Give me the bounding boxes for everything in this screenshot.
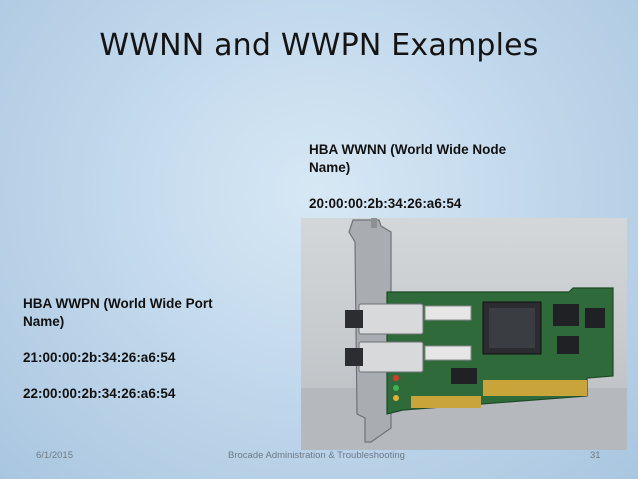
footer-date: 6/1/2015 [36, 450, 73, 461]
wwpn-value-port-2: 22:00:00:2b:34:26:a6:54 [23, 386, 176, 401]
wwnn-value: 20:00:00:2b:34:26:a6:54 [309, 196, 462, 211]
status-led-red [393, 375, 399, 381]
chip-heatsink [489, 308, 535, 348]
status-led-green [393, 385, 399, 391]
memory-chip-3 [557, 336, 579, 354]
transceiver-label-1 [424, 305, 472, 321]
wwnn-label: HBA WWNN (World Wide Node Name) [309, 142, 507, 175]
memory-chip-1 [553, 304, 579, 326]
hba-card-illustration [301, 218, 627, 450]
wwpn-value-port-1: 21:00:00:2b:34:26:a6:54 [23, 350, 176, 365]
hba-card-photo [301, 218, 627, 450]
wwpn-label: HBA WWPN (World Wide Port Name) [23, 296, 213, 329]
wwnn-text-block: HBA WWNN (World Wide Node Name) 20:00:00… [309, 141, 549, 213]
fiber-connector-1 [345, 310, 363, 328]
transceiver-port-1 [358, 303, 424, 335]
transceiver-port-2 [358, 341, 424, 373]
wwpn-text-block: HBA WWPN (World Wide Port Name) 21:00:00… [23, 295, 253, 403]
memory-chip-2 [585, 308, 605, 328]
bracket-screw-tab [371, 218, 377, 228]
footer-presentation-title: Brocade Administration & Troubleshooting [228, 450, 405, 461]
support-chip [451, 368, 477, 384]
status-led-amber [393, 395, 399, 401]
pci-edge-connector [483, 380, 587, 396]
slide-title: WWNN and WWPN Examples [99, 28, 539, 63]
footer-page-number: 31 [590, 450, 601, 461]
pci-edge-connector-short [411, 396, 481, 408]
fiber-connector-2 [345, 348, 363, 366]
transceiver-label-2 [424, 345, 472, 361]
